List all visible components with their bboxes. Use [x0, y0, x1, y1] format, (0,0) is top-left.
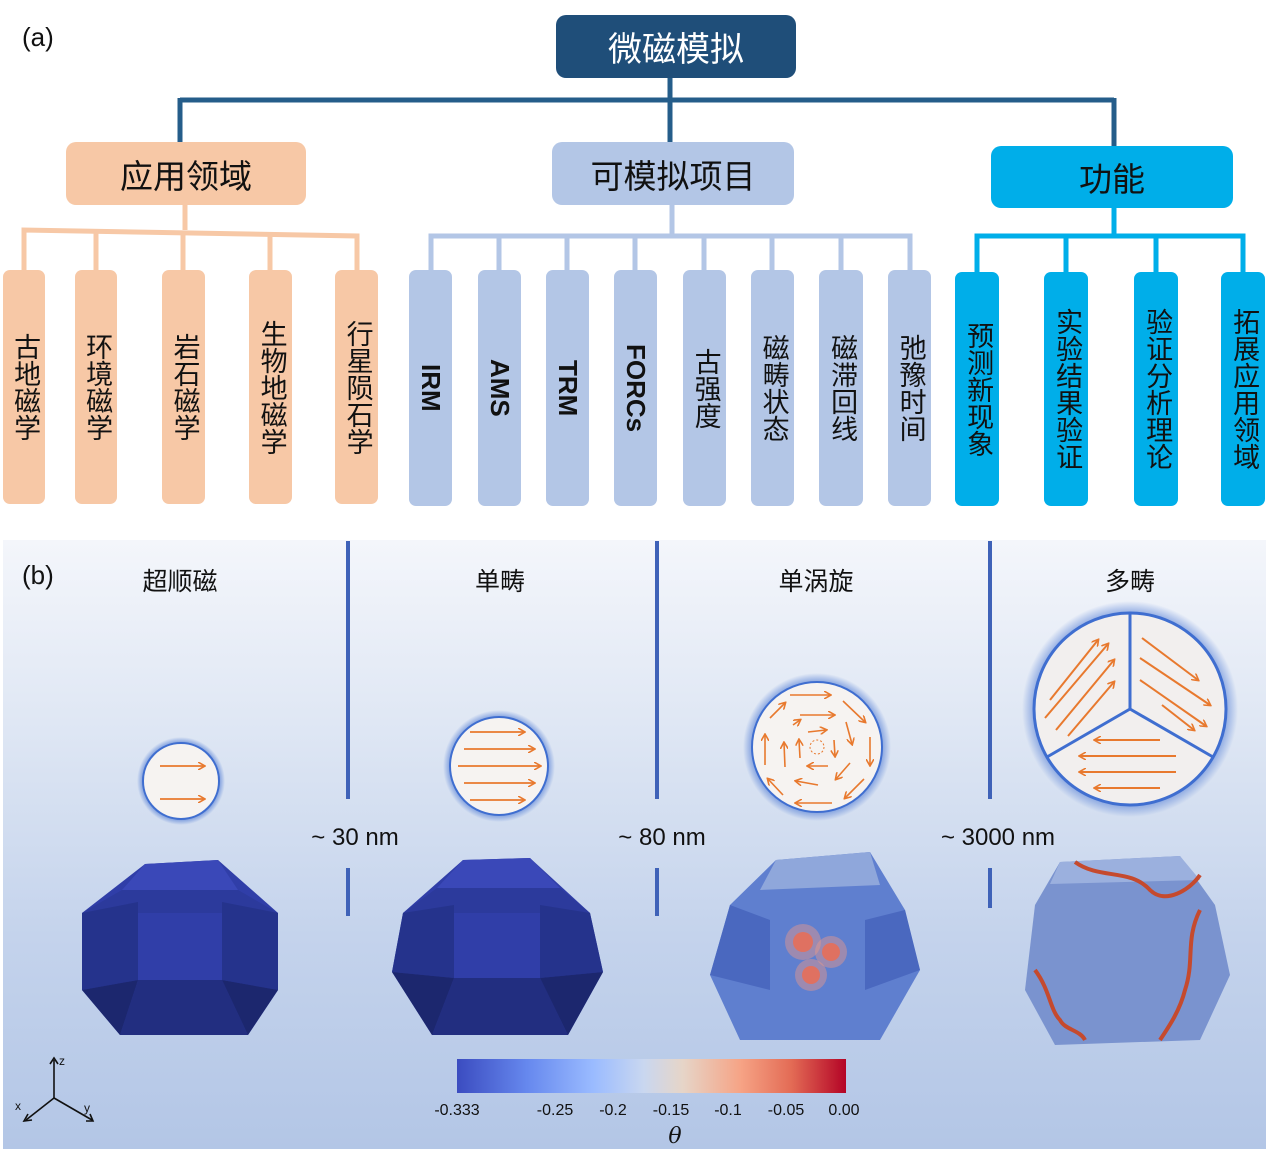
leaf-bar: 环境磁学 — [75, 270, 117, 504]
micromagnetic-models — [82, 852, 1230, 1045]
state-single-domain: 单畴 — [474, 567, 525, 596]
leaf-hysteresis-loop: 磁滞回线 — [826, 334, 858, 442]
single-domain-model — [392, 858, 603, 1035]
leaf-bar: IRM — [409, 270, 452, 506]
axis-x-label: x — [15, 1099, 21, 1113]
colorbar — [457, 1059, 846, 1093]
leaf-environmental-magnetism: 环境磁学 — [81, 333, 113, 441]
divider-line — [655, 541, 659, 799]
multi-domain-schematic — [1022, 601, 1238, 817]
axis-y-label: y — [84, 1101, 90, 1115]
divider-line — [346, 868, 350, 916]
leaf-trm: TRM — [553, 359, 583, 417]
leaf-paleointensity: 古强度 — [689, 347, 721, 429]
axes-triad — [22, 1056, 95, 1122]
colorbar-tick: -0.333 — [434, 1102, 480, 1119]
leaf-biogeomagnetism: 生物地磁学 — [255, 319, 287, 455]
divider-line — [346, 541, 350, 799]
state-superparamagnetic: 超顺磁 — [142, 567, 218, 596]
root-node: 微磁模拟 — [556, 15, 796, 78]
category-simulatable-items: 可模拟项目 — [552, 142, 794, 205]
leaf-planetary-meteoritics: 行星陨石学 — [341, 319, 373, 455]
leaf-bar: 磁滞回线 — [819, 270, 863, 506]
leaf-bar: 古强度 — [683, 270, 726, 506]
panel-b-label: (b) — [22, 560, 54, 590]
leaf-bar: 行星陨石学 — [335, 270, 378, 504]
leaf-bar: 验证分析理论 — [1134, 272, 1178, 506]
colorbar-tick: -0.05 — [767, 1102, 805, 1119]
leaf-bar: 实验结果验证 — [1044, 272, 1088, 506]
category-functions: 功能 — [991, 146, 1233, 208]
colorbar-tick: 0.00 — [828, 1102, 860, 1119]
colorbar-symbol: θ — [668, 1124, 682, 1149]
colorbar-tick: -0.1 — [714, 1102, 742, 1119]
single-vortex-model — [710, 852, 920, 1040]
colorbar-tick: -0.15 — [652, 1102, 690, 1119]
leaf-bar: AMS — [478, 270, 521, 506]
multi-domain-model — [1025, 856, 1230, 1045]
divider-line — [988, 541, 992, 799]
colorbar-tick: -0.25 — [536, 1102, 574, 1119]
axis-z-label: z — [59, 1054, 65, 1068]
leaf-verify-experiments: 实验结果验证 — [1051, 308, 1083, 470]
superparamagnetic-schematic — [137, 737, 225, 825]
leaf-bar: 弛豫时间 — [888, 270, 931, 506]
state-multi-domain: 多畴 — [1104, 567, 1155, 596]
leaf-bar: 生物地磁学 — [249, 270, 292, 504]
divider-line — [988, 868, 992, 908]
panel-a-label: (a) — [22, 22, 54, 52]
leaf-rock-magnetism: 岩石磁学 — [168, 333, 200, 441]
single-vortex-schematic — [743, 673, 891, 821]
divider-line — [655, 868, 659, 916]
leaf-predict-new-phenomena: 预测新现象 — [962, 321, 994, 457]
leaf-bar: 岩石磁学 — [162, 270, 205, 504]
leaf-bar: 拓展应用领域 — [1221, 272, 1265, 506]
colorbar-tick: -0.2 — [599, 1102, 627, 1119]
domain-schematics — [137, 601, 1238, 825]
leaf-verify-theory: 验证分析理论 — [1141, 308, 1173, 470]
tree-connectors — [21, 78, 1246, 272]
leaf-ams: AMS — [485, 359, 515, 417]
threshold-80nm: ~ 80 nm — [618, 824, 706, 851]
leaf-irm: IRM — [416, 364, 446, 412]
leaf-extend-applications: 拓展应用领域 — [1228, 308, 1260, 470]
threshold-30nm: ~ 30 nm — [311, 824, 399, 851]
leaf-bar: FORCs — [614, 270, 657, 506]
leaf-bar: 古地磁学 — [3, 270, 45, 504]
category-application-fields: 应用领域 — [66, 142, 306, 205]
superparamagnetic-model — [82, 860, 278, 1035]
leaf-bar: 预测新现象 — [955, 272, 999, 506]
state-single-vortex: 单涡旋 — [778, 567, 854, 596]
leaf-forcs: FORCs — [621, 343, 651, 433]
leaf-paleomagnetism: 古地磁学 — [9, 333, 41, 441]
leaf-bar: 磁畴状态 — [751, 270, 794, 506]
threshold-3000nm: ~ 3000 nm — [940, 824, 1056, 851]
leaf-bar: TRM — [546, 270, 589, 506]
leaf-relaxation-time: 弛豫时间 — [894, 334, 926, 442]
leaf-domain-state: 磁畴状态 — [757, 334, 789, 442]
single-domain-schematic — [443, 710, 555, 822]
